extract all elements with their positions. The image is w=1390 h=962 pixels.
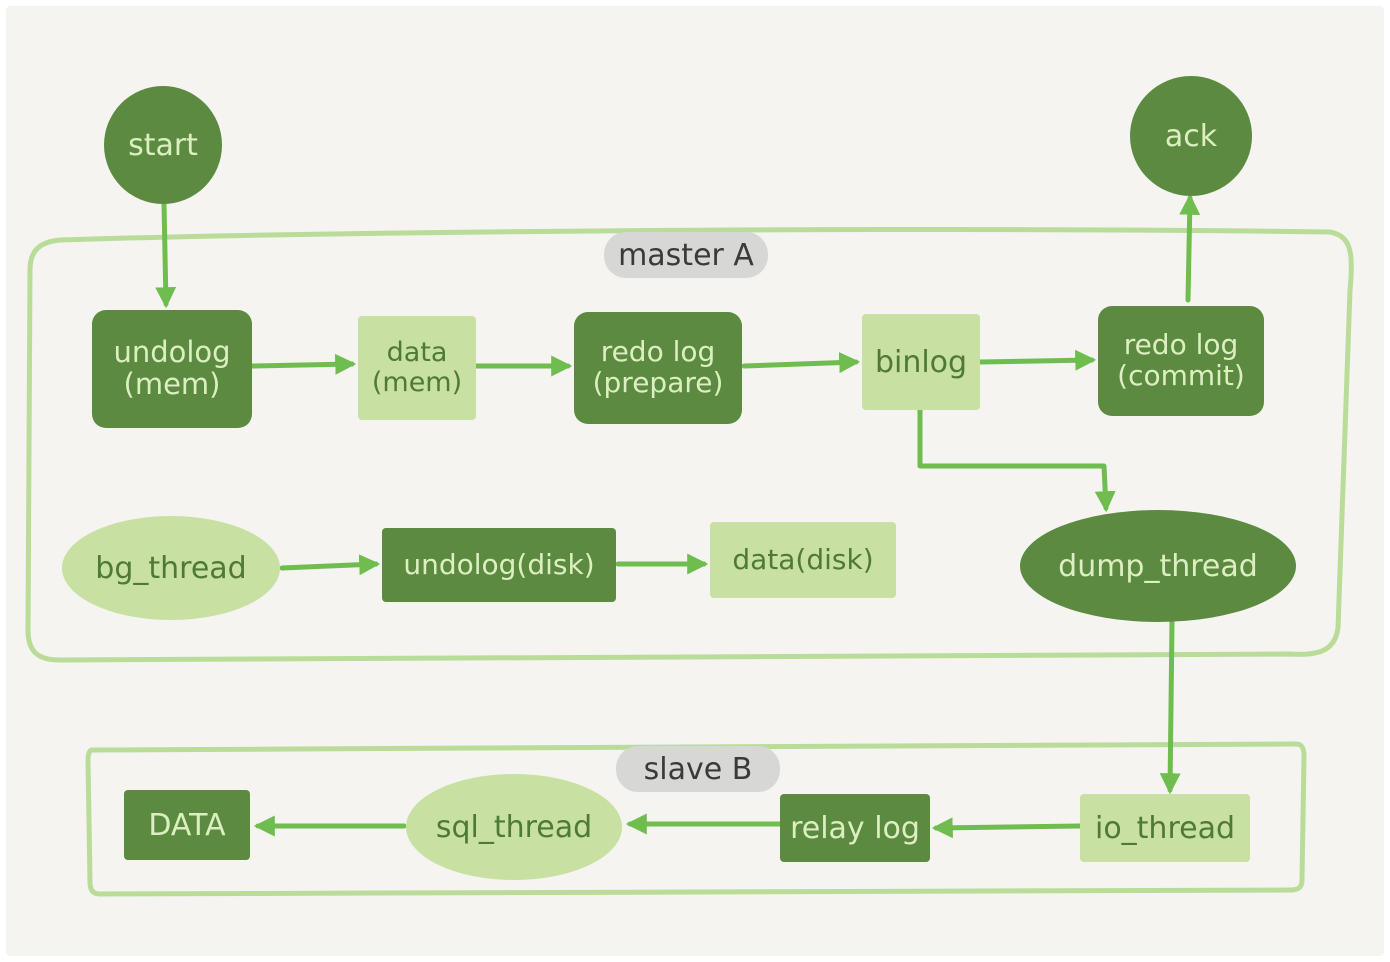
ack-node: ack — [1130, 76, 1252, 196]
binlog-node: binlog — [862, 314, 980, 410]
data-disk-node: data(disk) — [710, 522, 896, 598]
redo-log-commit-node: redo log (commit) — [1098, 306, 1264, 416]
diagram-background — [6, 6, 1384, 956]
arrow-binlog-to-redo-commit — [977, 349, 1097, 371]
arrow-dump-thread-to-io-thread — [1159, 619, 1181, 795]
sql-thread-node: sql_thread — [406, 774, 622, 880]
dump-thread-node: dump_thread — [1020, 510, 1296, 622]
arrow-io-thread-to-relay-log — [931, 817, 1083, 839]
arrow-redo-commit-to-ack — [1179, 193, 1201, 303]
undolog-disk-node: undolog(disk) — [382, 528, 616, 602]
start-node: start — [104, 86, 222, 204]
arrow-start-to-undolog — [155, 201, 177, 309]
arrow-undolog-to-data — [249, 353, 357, 375]
slave-group-border — [85, 741, 1307, 897]
arrow-binlog-to-dump-thread — [917, 407, 1116, 513]
master-group-label: master A — [604, 232, 768, 278]
io-thread-node: io_thread — [1080, 794, 1250, 862]
slave-group-label: slave B — [616, 746, 780, 792]
undolog-mem-node: undolog (mem) — [92, 310, 252, 428]
data-mem-node: data (mem) — [358, 316, 476, 420]
master-group-border — [25, 227, 1354, 663]
arrow-redo-prepare-to-binlog — [741, 352, 861, 374]
bg-thread-node: bg_thread — [62, 516, 280, 620]
data-store-node: DATA — [124, 790, 250, 860]
redo-log-prepare-node: redo log (prepare) — [574, 312, 742, 424]
relay-log-node: relay log — [780, 794, 930, 862]
arrow-bg-thread-to-undolog-disk — [279, 554, 381, 576]
